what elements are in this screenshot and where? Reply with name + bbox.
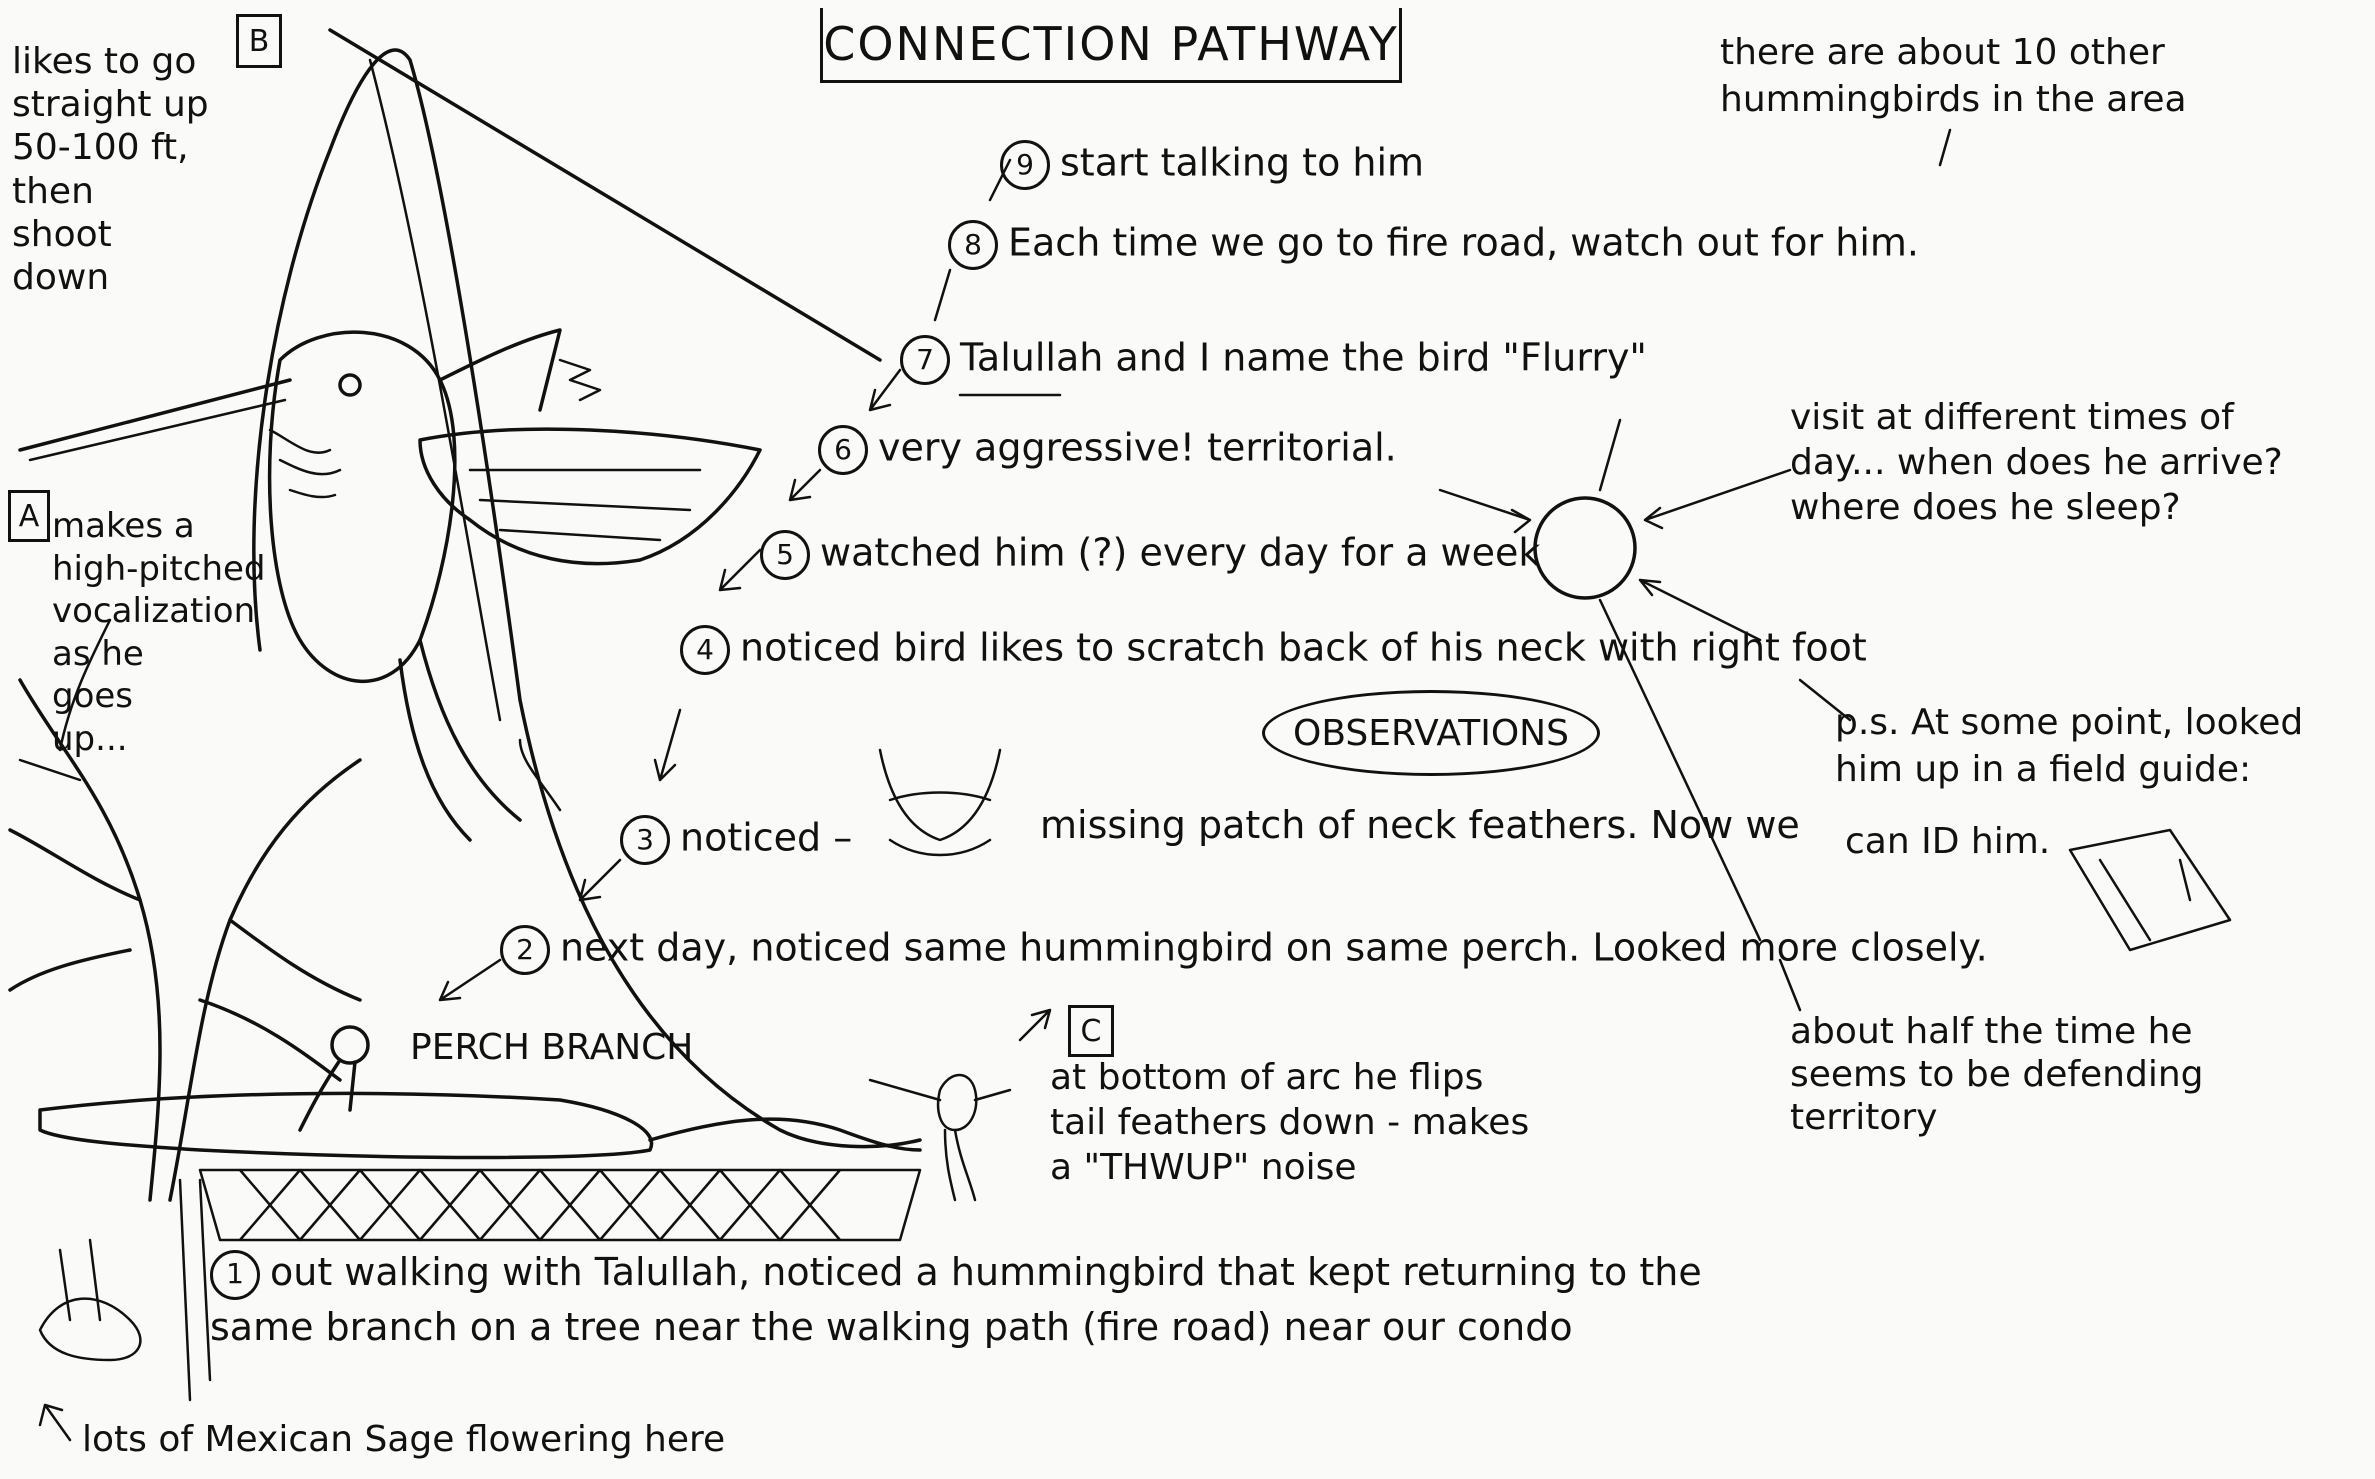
hummingbird-body xyxy=(267,330,457,683)
note-can-id: can ID him. xyxy=(1845,821,2051,862)
hummingbird-wing-top xyxy=(438,328,562,412)
note-mexican-sage: lots of Mexican Sage flowering here xyxy=(82,1419,726,1460)
feather-sketch xyxy=(878,748,1002,857)
step-3-detail: missing patch of neck feathers. Now we xyxy=(1040,803,1800,847)
hummingbird-flourish xyxy=(558,358,602,402)
sage-bush xyxy=(38,1238,142,1362)
marker-c: C xyxy=(1068,1005,1114,1057)
flip-bird-body xyxy=(936,1073,978,1132)
perch-branch xyxy=(38,1091,654,1160)
marker-b: B xyxy=(236,14,282,68)
note-visit-times: visit at different times of day... when … xyxy=(1790,397,2283,528)
page-title: CONNECTION PATHWAY xyxy=(820,8,1402,83)
hummingbird-tail xyxy=(398,638,522,842)
hummingbird-beak xyxy=(18,378,292,452)
marker-a: A xyxy=(8,490,50,542)
perched-bird-head xyxy=(330,1025,370,1065)
path-crosshatch xyxy=(198,1168,922,1242)
flight-arc xyxy=(252,48,922,1149)
note-other-birds: there are about 10 other hummingbirds in… xyxy=(1720,32,2187,120)
flip-bird-tail xyxy=(943,1128,977,1202)
perched-bird-body xyxy=(298,1058,357,1132)
perch-branch-label: PERCH BRANCH xyxy=(410,1027,694,1068)
note-tail-flip: at bottom of arc he flips tail feathers … xyxy=(1050,1057,1530,1188)
hummingbird-neck-feathers xyxy=(268,428,342,499)
flight-arc-line xyxy=(328,28,882,362)
step-connectors xyxy=(438,158,1052,1042)
hummingbird-wing xyxy=(418,427,762,566)
observations-bubble: OBSERVATIONS xyxy=(1262,690,1600,776)
tree-branch-upper xyxy=(18,618,112,782)
hummingbird-wing-lines xyxy=(468,468,702,542)
note-half-time: about half the time he seems to be defen… xyxy=(1790,1011,2204,1139)
sage-arrow xyxy=(38,1403,72,1442)
note-flight: likes to go straight up 50-100 ft, then … xyxy=(12,41,209,298)
flip-bird-wing xyxy=(868,1078,1012,1102)
hub-arrows xyxy=(1438,128,1952,1012)
sage-stems xyxy=(178,1178,212,1402)
tree-branch-left xyxy=(8,828,142,992)
field-guide-book xyxy=(2068,828,2232,952)
tree-branch-right xyxy=(198,918,362,1082)
note-ps-field-guide: p.s. At some point, looked him up in a f… xyxy=(1835,702,2304,790)
note-vocalization: makes a high-pitched vocalization as he … xyxy=(52,506,266,759)
hummingbird-beak-2 xyxy=(28,398,287,462)
hummingbird-eye xyxy=(338,373,362,397)
ground-line xyxy=(648,1117,922,1152)
week-hub-circle xyxy=(1533,496,1637,600)
